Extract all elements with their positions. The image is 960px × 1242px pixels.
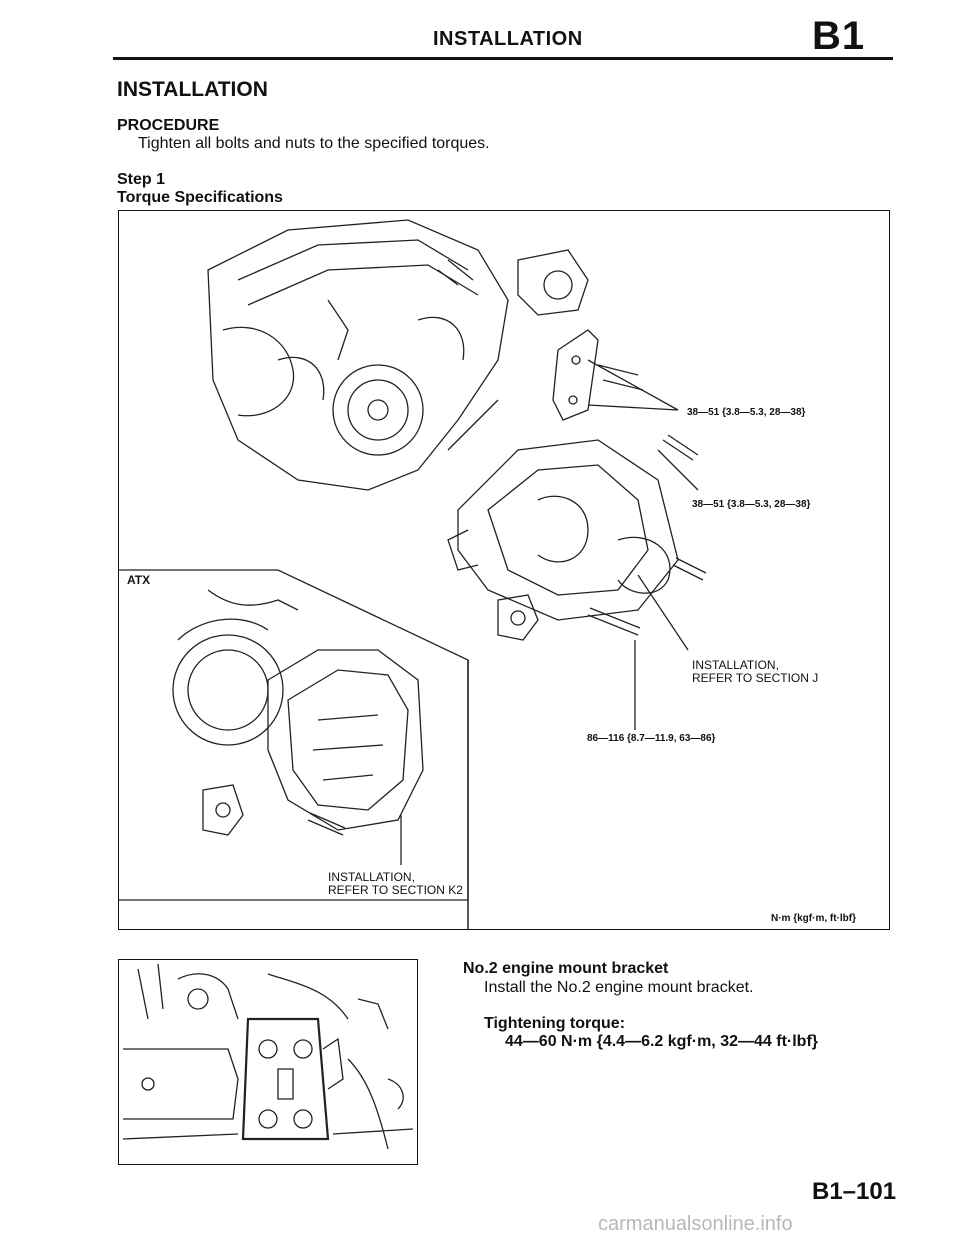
ref-section-k2-line1: INSTALLATION, [328,870,415,884]
step-label: Step 1 [117,171,166,188]
watermark: carmanualsonline.info [598,1213,793,1235]
atx-label: ATX [127,573,151,587]
mount-bracket-text: Install the No.2 engine mount bracket. [484,979,754,996]
engine-mount-bracket-illustration [122,963,413,1149]
engine-transaxle-illustration [117,218,706,930]
tightening-torque-title: Tightening torque: [484,1015,626,1032]
section-code: B1 [812,14,866,58]
procedure-text: Tighten all bolts and nuts to the specif… [138,135,490,152]
torque-label-upper: 38—51 {3.8—5.3, 28—38} [687,407,806,418]
torque-units: N·m {kgf·m, ft·lbf} [771,913,856,924]
tightening-torque-value: 44—60 N·m {4.4—6.2 kgf·m, 32—44 ft·lbf} [505,1033,818,1050]
ref-section-j-line2: REFER TO SECTION J [692,671,819,685]
page-header-title: INSTALLATION [433,28,583,50]
page-number: B1–101 [812,1178,897,1205]
ref-section-k2-line2: REFER TO SECTION K2 [328,883,463,897]
step-title: Torque Specifications [117,189,283,206]
ref-section-j-line1: INSTALLATION, [692,658,779,672]
torque-label-middle: 38—51 {3.8—5.3, 28—38} [692,499,811,510]
header-rule [113,57,893,60]
torque-label-lower: 86—116 {8.7—11.9, 63—86} [587,733,716,744]
procedure-title: PROCEDURE [117,117,220,134]
engine-mount-figure [118,959,418,1165]
torque-spec-figure: ATX 38—51 {3.8—5.3, 28—38} 38—51 {3.8—5.… [117,210,890,930]
page-heading: INSTALLATION [117,78,268,101]
mount-bracket-title: No.2 engine mount bracket [463,960,669,977]
